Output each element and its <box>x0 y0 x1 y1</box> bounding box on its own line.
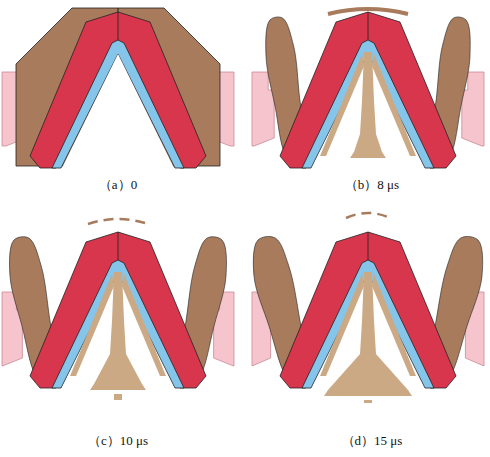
panel-caption: （d）15 μs <box>342 432 403 450</box>
seam <box>118 12 119 42</box>
slug <box>320 54 364 156</box>
slug <box>70 274 114 376</box>
panel-caption: （b）8 μs <box>345 176 399 194</box>
frame-2 <box>2 219 234 400</box>
panel-caption: （c）10 μs <box>88 432 148 450</box>
jet-tip <box>364 400 372 403</box>
frame-0 <box>2 8 234 168</box>
cap-fragment <box>88 219 148 224</box>
slug <box>320 274 364 376</box>
seam <box>118 232 119 262</box>
explosive <box>30 12 206 168</box>
seam <box>368 232 369 262</box>
slug <box>372 54 416 156</box>
seam <box>368 12 369 42</box>
jet-tip <box>114 394 122 400</box>
panel-caption: （a）0 <box>99 176 137 194</box>
slug <box>122 274 166 376</box>
jet <box>324 272 412 396</box>
cap-fragment <box>346 213 390 218</box>
jet <box>90 272 146 390</box>
explosive <box>280 12 456 168</box>
slug <box>372 274 416 376</box>
cavity <box>62 54 174 168</box>
jet <box>350 52 386 158</box>
frame-1 <box>252 9 484 168</box>
liner <box>52 40 184 168</box>
frame-3 <box>252 213 484 403</box>
liner <box>302 40 434 168</box>
